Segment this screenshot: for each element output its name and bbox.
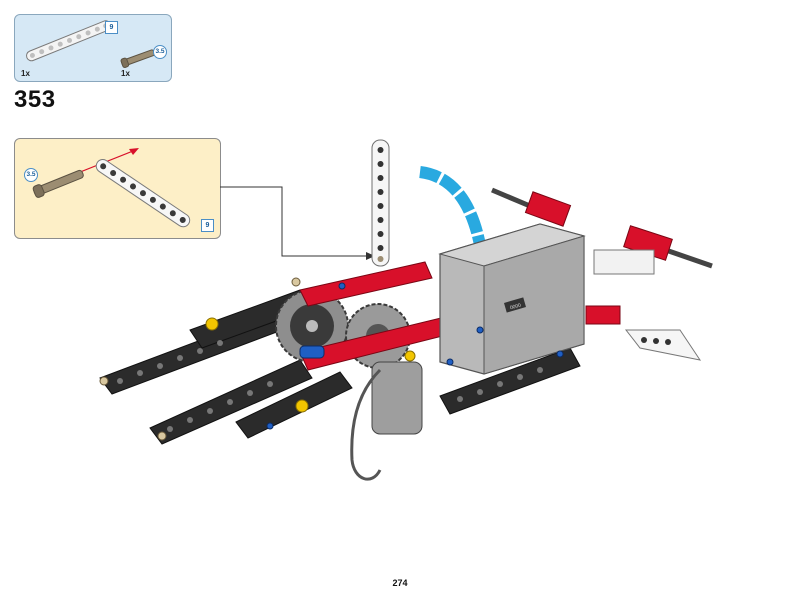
parts-list-box: 1x 1x 9 3.5 bbox=[14, 14, 172, 82]
white-liftarm-icon bbox=[26, 20, 112, 62]
page-number: 274 bbox=[392, 578, 408, 588]
tan-pin-icons bbox=[99, 277, 301, 441]
right-sensor-mounts bbox=[491, 187, 713, 361]
white-liftarm-icon bbox=[371, 139, 390, 267]
motor-label: 0000 bbox=[509, 302, 522, 311]
large-motor bbox=[438, 223, 586, 375]
callout-illustration bbox=[32, 148, 191, 228]
beam-qty: 1x bbox=[21, 69, 30, 78]
red-beam-assembly bbox=[299, 261, 475, 371]
blue-pin-icons bbox=[266, 282, 564, 430]
pin-length-tag: 3.5 bbox=[153, 45, 167, 59]
axle-pin-icon bbox=[32, 169, 84, 198]
step-number: 353 bbox=[14, 86, 56, 113]
leader-arrowhead-icon bbox=[366, 252, 375, 260]
callout-leader-line bbox=[220, 186, 368, 257]
sub-assembly-callout: 3.5 9 bbox=[14, 138, 221, 239]
beam-holes bbox=[117, 340, 543, 432]
pin-qty: 1x bbox=[121, 69, 130, 78]
yellow-bushing-icons bbox=[205, 317, 416, 413]
medium-motor bbox=[350, 361, 423, 481]
axle-pin-icon bbox=[120, 49, 155, 68]
beam-length-tag: 9 bbox=[105, 21, 118, 34]
rotate-arrow-icon bbox=[418, 166, 494, 276]
gear-icon bbox=[345, 303, 411, 369]
gear-icon bbox=[275, 289, 349, 363]
pin-length-tag: 3.5 bbox=[24, 168, 38, 182]
white-liftarm-icon bbox=[95, 159, 191, 228]
parts-list-illustration bbox=[26, 20, 155, 68]
lower-beam-assembly bbox=[99, 289, 581, 445]
beam-length-tag: 9 bbox=[201, 219, 214, 232]
